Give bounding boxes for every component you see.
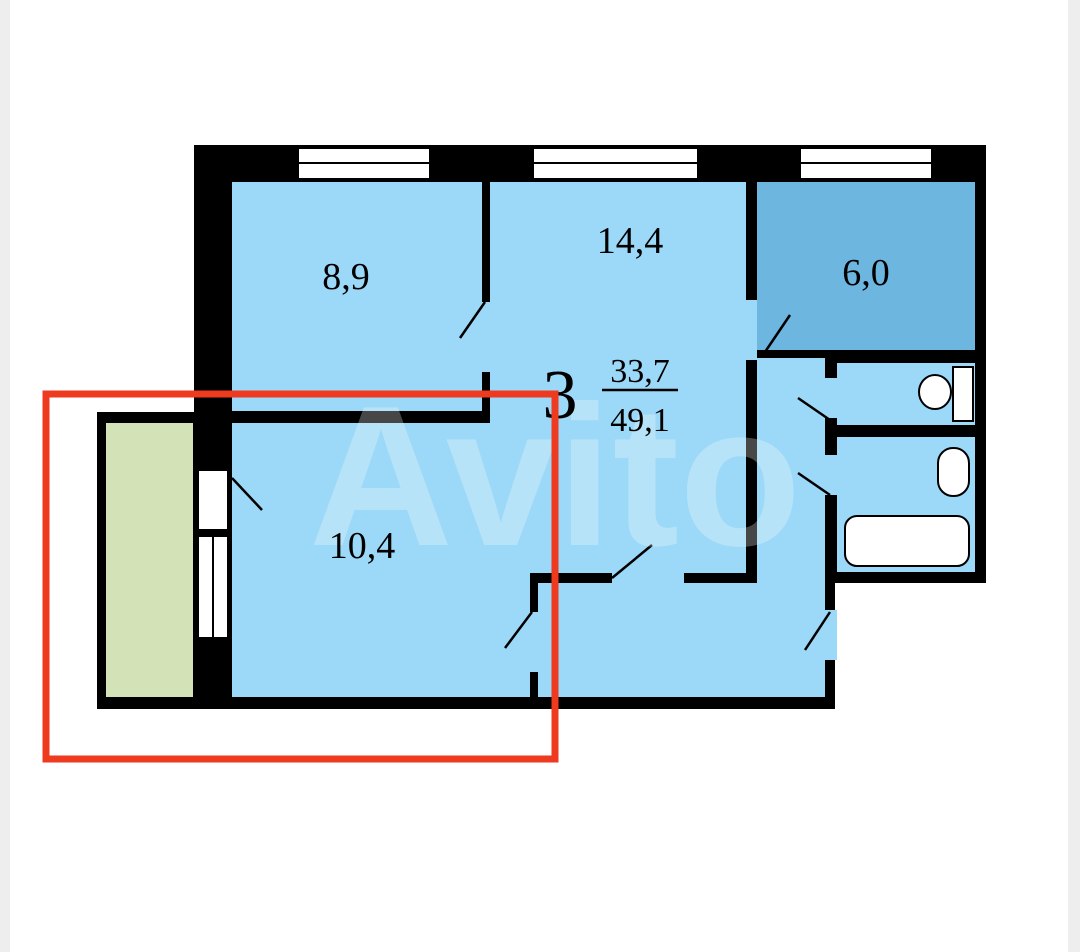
door-swing [458, 301, 487, 339]
room-bedroom-bottom [232, 423, 530, 697]
room-living [490, 182, 746, 573]
room-corridor-right [757, 358, 825, 580]
room-area-bedroom-left: 8,9 [322, 256, 370, 298]
room-area-kitchen: 6,0 [842, 252, 890, 294]
balcony-door [197, 469, 229, 639]
total-area: 49,1 [610, 402, 670, 439]
door-gap-entrance [825, 610, 837, 660]
door-gap-kitchen [746, 300, 757, 360]
room-bedroom-left [232, 182, 482, 411]
door-gap-hall-living [612, 573, 684, 583]
door-swing [504, 611, 533, 649]
room-hall [538, 583, 825, 697]
door-gap-bedroom-left [482, 302, 490, 372]
room-area-living: 14,4 [597, 220, 664, 262]
door-gap-bathroom [825, 455, 837, 495]
sink-icon [937, 447, 970, 497]
balcony [106, 423, 193, 697]
door-swing [797, 396, 831, 422]
door-gap-bedroom-bottom [530, 612, 538, 672]
door-swing [231, 477, 263, 511]
room-kitchen [757, 182, 975, 350]
living-area: 33,7 [610, 353, 670, 390]
door-gap-corridor-hall [757, 575, 825, 585]
door-swing [611, 544, 653, 579]
highlight-frame [42, 390, 559, 763]
door-swing [797, 471, 831, 497]
door-swing [763, 314, 792, 353]
door-swing [803, 611, 832, 651]
door-swings [231, 301, 832, 651]
bathtub-icon [844, 515, 970, 567]
door-gap-toilet [825, 378, 837, 418]
toilet-icon [918, 366, 974, 422]
windows-top [297, 147, 933, 180]
room-area-bedroom-bottom: 10,4 [329, 525, 396, 567]
